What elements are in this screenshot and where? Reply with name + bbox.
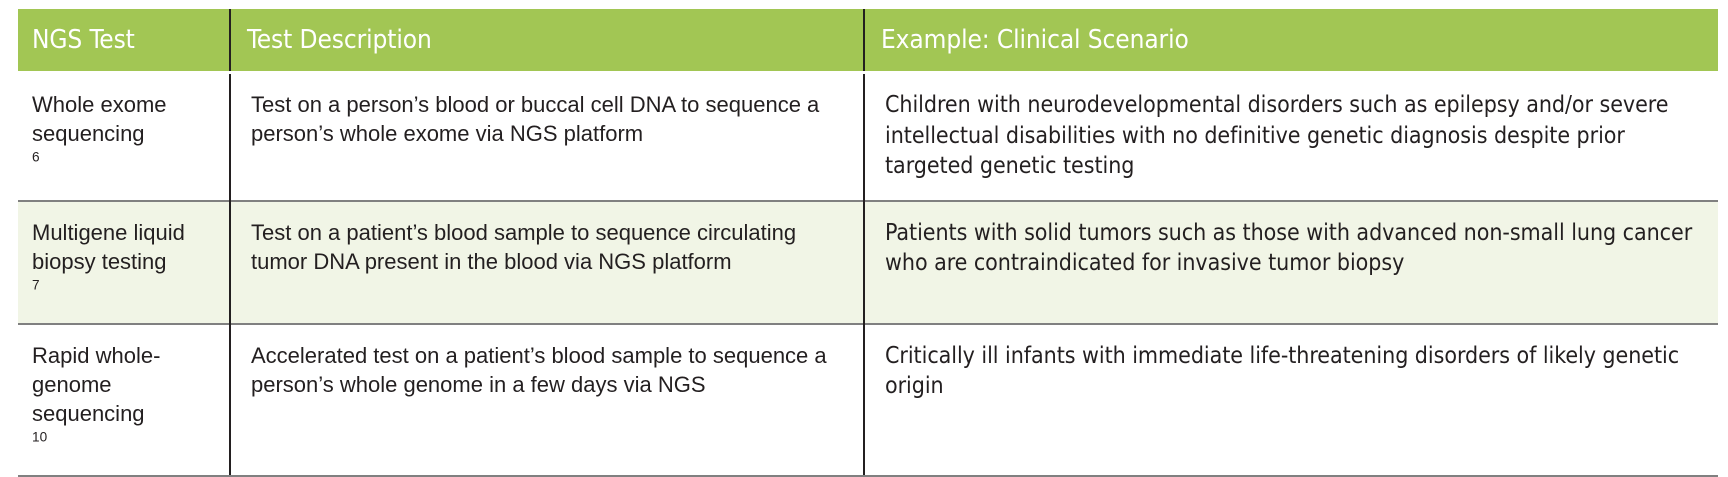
reference-marker: 10	[32, 429, 48, 445]
column-header-ngs-test: NGS Test	[18, 9, 230, 74]
reference-marker: 7	[32, 277, 40, 293]
ngs-test-name: Rapid whole-genome sequencing	[32, 342, 161, 426]
cell-ngs-test: Multigene liquid biopsy testing 7	[18, 199, 230, 324]
table-row: Multigene liquid biopsy testing 7 Test on…	[18, 199, 1718, 324]
cell-ngs-test: Whole exome sequencing 6	[18, 71, 230, 201]
cell-test-description: Accelerated test on a patient’s blood sa…	[229, 322, 864, 477]
table-header: NGS Test Test Description Example: Clini…	[18, 9, 1718, 74]
reference-marker: 6	[32, 149, 40, 165]
cell-clinical-scenario: Critically ill infants with immediate li…	[863, 322, 1718, 477]
table-header-row: NGS Test Test Description Example: Clini…	[18, 9, 1718, 74]
table-row: Rapid whole-genome sequencing 10 Accelera…	[18, 322, 1718, 477]
ngs-test-table: NGS Test Test Description Example: Clini…	[18, 9, 1718, 477]
cell-clinical-scenario: Children with neurodevelopmental disorde…	[863, 71, 1718, 201]
table-row: Whole exome sequencing 6 Test on a person…	[18, 71, 1718, 201]
cell-test-description: Test on a patient’s blood sample to sequ…	[229, 199, 864, 324]
cell-ngs-test: Rapid whole-genome sequencing 10	[18, 322, 230, 477]
ngs-test-name: Whole exome sequencing	[32, 92, 167, 147]
column-header-example-clinical-scenario: Example: Clinical Scenario	[863, 9, 1718, 74]
table-body: Whole exome sequencing 6 Test on a person…	[18, 71, 1718, 477]
cell-clinical-scenario: Patients with solid tumors such as those…	[863, 199, 1718, 324]
cell-test-description: Test on a person’s blood or buccal cell …	[229, 71, 864, 201]
ngs-test-name: Multigene liquid biopsy testing	[32, 219, 185, 274]
column-header-test-description: Test Description	[229, 9, 864, 74]
